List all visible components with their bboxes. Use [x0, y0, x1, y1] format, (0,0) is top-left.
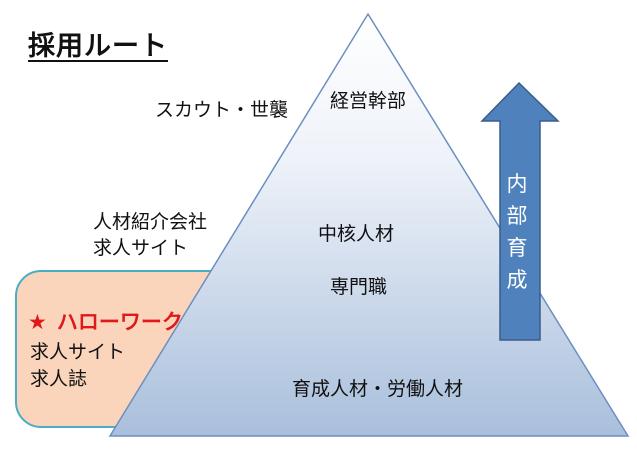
hello-work-heading: ★ ハローワーク: [28, 309, 183, 335]
pyramid-label-base: 育成人材・労働人材: [292, 378, 464, 400]
arrow-label: 内 部 育 成: [502, 168, 532, 296]
pyramid-label-executives: 経営幹部: [330, 90, 407, 112]
star-icon: ★: [28, 310, 47, 334]
label-agency-line2: 求人サイト: [93, 237, 189, 259]
box-line2: 求人誌: [30, 368, 88, 390]
label-agency: 人材紹介会社 求人サイト: [93, 209, 207, 261]
pyramid-label-specialist: 専門職: [330, 276, 388, 298]
pyramid-label-core: 中核人材: [318, 223, 395, 245]
box-line1: 求人サイト: [30, 341, 126, 363]
label-scout: スカウト・世襲: [155, 99, 289, 121]
arrow-char-2: 部: [506, 204, 528, 228]
hello-work-label: ハローワーク: [56, 310, 183, 334]
arrow-char-3: 育: [506, 236, 528, 260]
pyramid-shape: [108, 12, 630, 437]
label-agency-line1: 人材紹介会社: [93, 211, 208, 233]
arrow-char-1: 内: [506, 172, 528, 196]
page-title: 採用ルート: [28, 31, 168, 62]
arrow-char-4: 成: [506, 268, 528, 292]
